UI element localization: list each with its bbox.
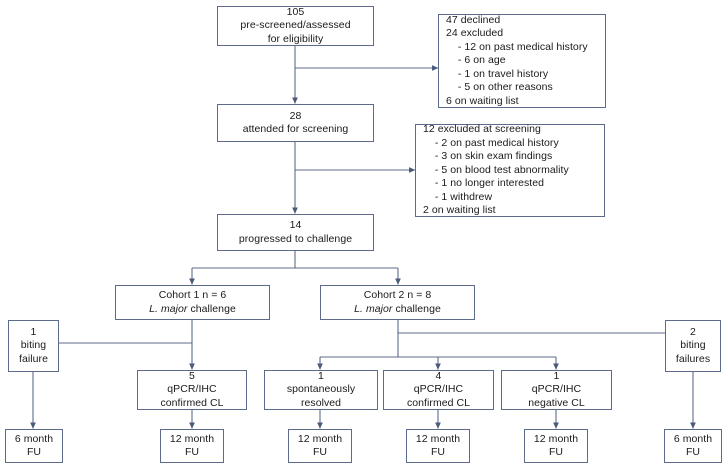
excluded-screening-line-5: - 1 no longer interested [423,177,545,190]
cohort-2-challenge-text: challenge [392,302,441,315]
cohort-2-line-2: L. major challenge [354,303,441,317]
pre-screened-line-2: pre-screened/assessed [240,19,351,32]
pre-screened-line-1: 105 [286,5,305,18]
fu1-line-1: 6 month [14,432,54,445]
progressed-line-1: 14 [289,219,302,231]
progressed-line-2: progressed to challenge [238,232,353,245]
c2-confirmed-line-2: qPCR/IHC [413,383,464,396]
cohort-1-line-1: Cohort 1 n = 6 [158,289,227,301]
fu2-line-2: FU [184,446,200,458]
excluded-screening-line-4: - 5 on blood test abnormality [423,163,569,176]
excluded-eligibility-line-6: - 5 on other reasons [446,81,553,94]
excluded-screening-line-3: - 3 on skin exam findings [423,150,553,163]
biting-failures-right-box: 2 biting failures [665,320,721,372]
fu5-line-2: FU [548,446,564,458]
excluded-eligibility-line-7: 6 on waiting list [446,94,519,107]
pre-screened-box: 105 pre-screened/assessed for eligibilit… [217,6,374,46]
c2-confirmed-line-3: confirmed CL [406,396,471,409]
biting-failure-left-line-1: 1 [30,325,37,338]
fu2-line-1: 12 month [169,432,215,445]
attended-screening-box: 28 attended for screening [217,104,374,142]
excluded-eligibility-line-2: 24 excluded [446,27,504,40]
followup-12-month-resolved-box: 12 month FU [288,429,352,463]
cohort-1-line-2: L. major challenge [149,303,236,317]
followup-12-month-confirmed-box: 12 month FU [406,429,470,463]
biting-failures-right-line-2: biting [680,339,706,352]
pre-screened-line-3: for eligibility [267,32,324,45]
attended-line-1: 28 [289,109,302,122]
c2-negative-line-3: negative CL [528,396,585,409]
cohort1-qpcr-confirmed-box: 5 qPCR/IHC confirmed CL [137,370,247,410]
excluded-eligibility-line-3: - 12 on past medical history [446,40,588,53]
cohort-1-challenge-text: challenge [187,302,236,315]
excluded-eligibility-line-4: - 6 on age [446,54,506,67]
cohort-1-box: Cohort 1 n = 6 L. major challenge [115,285,270,320]
excluded-eligibility-line-5: - 1 on travel history [446,67,549,80]
c2-resolved-line-3: resolved [300,396,342,409]
c1-confirmed-line-3: confirmed CL [160,396,224,409]
cohort-1-species: L. major [149,302,188,315]
fu4-line-2: FU [430,446,446,458]
c2-resolved-line-1: 1 [318,369,324,382]
progressed-challenge-box: 14 progressed to challenge [217,214,374,251]
fu3-line-1: 12 month [297,432,343,445]
biting-failure-left-line-3: failure [19,352,48,365]
fu1-line-2: FU [26,446,42,458]
cohort2-qpcr-confirmed-box: 4 qPCR/IHC confirmed CL [383,370,494,410]
c1-confirmed-line-1: 5 [189,369,195,382]
c2-negative-line-2: qPCR/IHC [531,383,582,396]
fu4-line-1: 12 month [415,432,461,445]
c1-confirmed-line-2: qPCR/IHC [167,383,217,396]
followup-12-month-c1-box: 12 month FU [160,429,224,463]
excluded-screening-line-6: - 1 withdrew [423,190,493,203]
fu6-line-1: 6 month [673,432,713,445]
followup-6-month-right-box: 6 month FU [664,429,722,463]
biting-failure-left-line-2: biting [20,339,47,352]
fu3-line-2: FU [312,446,328,458]
c2-negative-line-1: 1 [553,369,560,382]
biting-failures-right-line-1: 2 [690,325,696,338]
c2-confirmed-line-1: 4 [435,369,442,382]
excluded-screening-line-2: - 2 on past medical history [423,136,559,149]
followup-12-month-negative-box: 12 month FU [524,429,588,463]
fu6-line-2: FU [685,446,701,458]
excluded-eligibility-box: 47 declined 24 excluded - 12 on past med… [438,14,606,108]
attended-line-2: attended for screening [242,123,349,135]
cohort-2-box: Cohort 2 n = 8 L. major challenge [320,285,475,320]
cohort2-spontaneously-resolved-box: 1 spontaneously resolved [264,370,378,410]
biting-failures-right-line-3: failures [675,352,711,365]
excluded-screening-line-1: 12 excluded at screening [423,123,541,136]
cohort-2-species: L. major [354,302,393,315]
excluded-screening-line-7: 2 on waiting list [423,204,496,217]
excluded-screening-box: 12 excluded at screening - 2 on past med… [415,123,605,217]
cohort2-qpcr-negative-box: 1 qPCR/IHC negative CL [501,370,612,410]
fu5-line-1: 12 month [533,432,579,445]
excluded-eligibility-line-1: 47 declined [446,13,501,26]
cohort-2-line-1: Cohort 2 n = 8 [363,289,432,301]
biting-failure-left-box: 1 biting failure [8,320,59,372]
c2-resolved-line-2: spontaneously [286,383,356,396]
followup-6-month-left-box: 6 month FU [5,429,63,463]
